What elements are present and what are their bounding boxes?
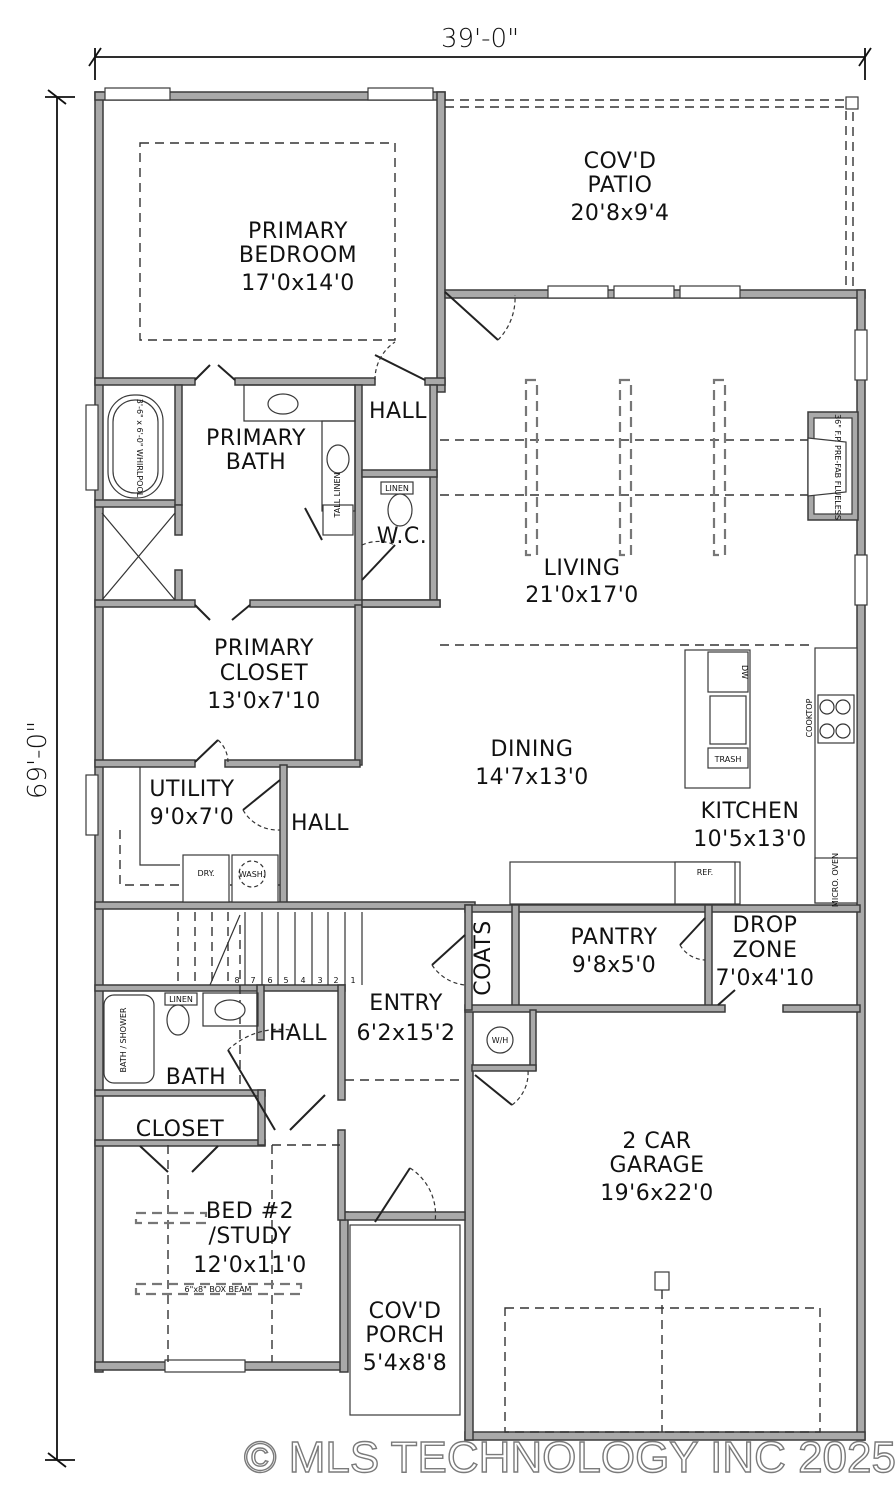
porch-label-2: PORCH [365,1323,444,1348]
box-beams [134,378,727,1296]
bed2-label-2: /STUDY [208,1224,291,1249]
garage-label: 2 CAR [622,1129,691,1154]
closet-label: CLOSET [136,1117,225,1142]
porch-label: COV'D [369,1299,442,1324]
coats-label: COATS [471,920,496,996]
width-dimension: 39'-0" [88,24,872,80]
cooktop-label: COOKTOP [805,698,814,737]
fireplace-label: 36" F.P. PRE-FAB FLUELESS [833,414,842,520]
stair-8: 8 [234,976,239,985]
dining-label: DINING [491,737,574,762]
patio-label-2: PATIO [588,173,653,198]
kitchen-fixtures [509,647,858,905]
doors [139,291,736,1223]
hall-mid-label: HALL [291,811,349,836]
kitchen-size: 10'5x13'0 [693,827,807,852]
wc-label: W.C. [377,524,428,549]
bed2-label: BED #2 [206,1199,294,1224]
primary-closet-label: PRIMARY [214,636,314,661]
whirlpool-label: 3'-6" x 6'-0" WHIRLPOOL [135,399,144,498]
linen-bath-label: LINEN [169,995,193,1004]
room-labels: PRIMARY BEDROOM 17'0x14'0 COV'D PATIO 20… [136,149,814,1376]
water-heater-icon [486,1026,514,1054]
interior-walls [94,377,861,1416]
utility-label: UTILITY [149,777,234,802]
tall-linen-label: TALL LINEN [333,472,342,518]
stair-3: 3 [317,976,322,985]
primary-bedroom-size: 17'0x14'0 [241,271,355,296]
fixture-labels: 3'-6" x 6'-0" WHIRLPOOL TALL LINEN LINEN… [119,399,842,1294]
entry-label: ENTRY [369,991,443,1016]
lower-bath-fixtures [103,992,259,1084]
stair-7: 7 [250,976,255,985]
primary-closet-label-2: CLOSET [220,661,309,686]
dining-size: 14'7x13'0 [475,765,589,790]
utility-fixtures [119,767,280,903]
width-dimension-label: 39'-0" [441,24,519,54]
stair-2: 2 [333,976,338,985]
hall-upper-label: HALL [369,399,427,424]
porch-size: 5'4x8'8 [363,1351,448,1376]
garage-size: 19'6x22'0 [600,1181,714,1206]
pantry-label: PANTRY [570,925,657,950]
patio-outline [445,96,859,290]
kitchen-label: KITCHEN [701,799,800,824]
stair-5: 5 [283,976,288,985]
linen-wc-label: LINEN [385,484,409,493]
trash-label: TRASH [714,755,742,764]
entry-size: 6'2x15'2 [356,1021,455,1046]
garage-label-2: GARAGE [609,1153,704,1178]
hall-lower-label: HALL [269,1021,327,1046]
fireplace [807,411,859,521]
patio-size: 20'8x9'4 [570,201,669,226]
micro-oven-label: MICRO. OVEN [831,853,840,907]
box-beam-label: 6"x8" BOX BEAM [185,1285,252,1294]
primary-closet-size: 13'0x7'10 [207,689,321,714]
dw-label: DW [740,665,749,679]
washer-label: WASH. [239,870,265,879]
drop-zone-label: DROP [733,913,798,938]
bed2-size: 12'0x11'0 [193,1253,307,1278]
primary-bedroom-label-2: BEDROOM [239,243,357,268]
primary-bath-fixtures [101,384,414,601]
stairs [177,912,363,986]
stair-6: 6 [267,976,272,985]
living-label: LIVING [544,556,621,581]
dryer-label: DRY. [197,869,214,878]
drop-zone-label-2: ZONE [733,938,798,963]
patio-label: COV'D [584,149,657,174]
depth-dimension: 69'-0" [23,89,75,1468]
bath-shower-label: BATH / SHOWER [119,1007,128,1072]
primary-bath-label: PRIMARY [206,426,306,451]
watermark: © MLS TECHNOLOGY INC 2025 [244,1433,895,1482]
windows [85,87,868,1373]
primary-bath-label-2: BATH [226,450,286,475]
bath-label: BATH [166,1065,226,1090]
depth-dimension-label: 69'-0" [23,721,53,799]
primary-bedroom-label: PRIMARY [248,219,348,244]
water-heater-label: W/H [492,1036,509,1045]
stair-1: 1 [350,976,355,985]
drop-zone-size: 7'0x4'10 [715,966,814,991]
ref-label: REF. [697,868,713,877]
stair-4: 4 [300,976,305,985]
utility-size: 9'0x7'0 [150,805,235,830]
pantry-size: 9'8x5'0 [572,953,657,978]
living-size: 21'0x17'0 [525,583,639,608]
